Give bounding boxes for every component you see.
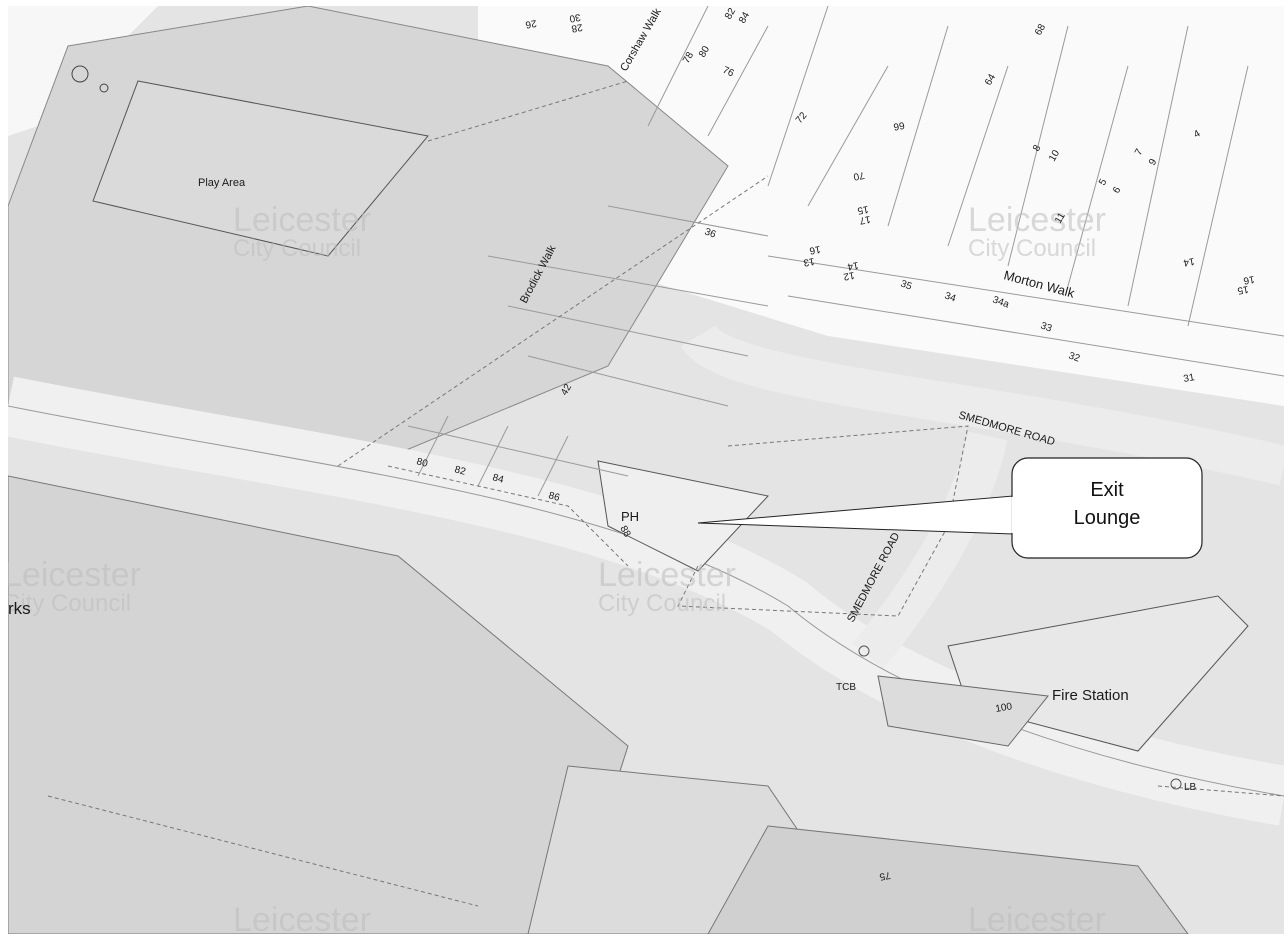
house-number: 100 [995, 701, 1014, 715]
watermark-text: City Council [968, 235, 1096, 262]
house-number: 14 [1182, 255, 1195, 268]
house-number: 80 [697, 44, 712, 60]
house-number: 86 [547, 490, 561, 504]
house-number: 14 [846, 259, 859, 272]
building-outlines [407, 6, 1284, 497]
callout-line-2: Lounge [1074, 507, 1141, 529]
watermark-text: Leicester [233, 201, 371, 239]
house-number: 28 [570, 21, 583, 34]
parks-label: rks [8, 599, 31, 618]
fire-station-annex [877, 675, 1049, 747]
house-number: 9 [1147, 157, 1160, 168]
house-number: 26 [524, 17, 537, 30]
house-number: 66 [892, 119, 905, 132]
house-number: 35 [899, 278, 914, 292]
smedmore-road-lower-shape [852, 431, 1008, 669]
house-number: 42 [559, 382, 574, 398]
house-number: 13 [802, 255, 815, 268]
house-number: 34 [943, 290, 958, 304]
tcb-marker-icon [858, 645, 870, 657]
house-number: 5 [1097, 177, 1110, 188]
house-number: 30 [568, 11, 581, 24]
house-number: 10 [1047, 148, 1062, 164]
watermark-text: Leicester [233, 901, 371, 934]
exit-lounge-callout: Exit Lounge [697, 457, 1203, 559]
house-number: 15 [856, 203, 869, 216]
house-number: 82 [453, 464, 467, 478]
watermark-text: Leicester [8, 556, 141, 594]
lb-marker-icon [1170, 778, 1182, 790]
house-number: 75 [878, 869, 891, 882]
house-number: 36 [703, 226, 718, 240]
tree-icon [71, 65, 109, 93]
ph-building [597, 460, 769, 572]
watermark-group: Leicester City Council Leicester City Co… [8, 201, 1106, 934]
house-number: 12 [842, 269, 855, 282]
house-number: 4 [1192, 128, 1203, 141]
watermark-text: City Council [233, 235, 361, 262]
house-number: 33 [1039, 320, 1054, 334]
play-area-label: Play Area [198, 177, 246, 189]
house-number: 70 [852, 169, 865, 182]
building-bottom-right [707, 825, 1189, 934]
tcb-label: TCB [836, 682, 856, 693]
house-number: 82 [723, 6, 738, 22]
house-number: 32 [1067, 350, 1082, 364]
house-number: 68 [1033, 22, 1048, 38]
house-number: 7 [1133, 147, 1146, 158]
house-number: 8 [1031, 143, 1044, 154]
callout-line-1: Exit [1090, 479, 1124, 501]
house-number: 78 [681, 50, 696, 66]
watermark-text: Leicester [968, 201, 1106, 239]
smedmore-road-upper-shape [680, 323, 1284, 486]
house-number: 84 [737, 10, 752, 26]
watermark-text: Leicester [598, 556, 736, 594]
house-number: 16 [808, 243, 821, 256]
house-number: 16 [1242, 273, 1255, 286]
ph-label: PH [621, 509, 639, 524]
house-number: 6 [1111, 185, 1124, 196]
residential-block-top [478, 6, 1284, 406]
lb-label: LB [1184, 782, 1197, 793]
house-number: 80 [415, 456, 429, 470]
fire-station-label: Fire Station [1052, 687, 1129, 704]
watermark-text: Leicester [968, 901, 1106, 934]
house-numbers: 26 28 30 82 84 78 80 76 72 66 68 64 70 1… [415, 6, 1255, 882]
main-road-edge [8, 405, 1284, 797]
house-number: 15 [1236, 283, 1249, 296]
watermark-text: City Council [598, 590, 726, 617]
house-number: 31 [1183, 372, 1196, 385]
play-area-polygon [92, 80, 429, 257]
map-canvas: Leicester City Council Leicester City Co… [8, 6, 1284, 934]
house-number: 64 [983, 72, 998, 88]
house-number: 76 [721, 65, 736, 80]
house-number: 88 [617, 524, 632, 540]
watermark-text: City Council [8, 590, 131, 617]
house-number: 17 [858, 213, 871, 226]
house-number: 84 [491, 472, 505, 486]
